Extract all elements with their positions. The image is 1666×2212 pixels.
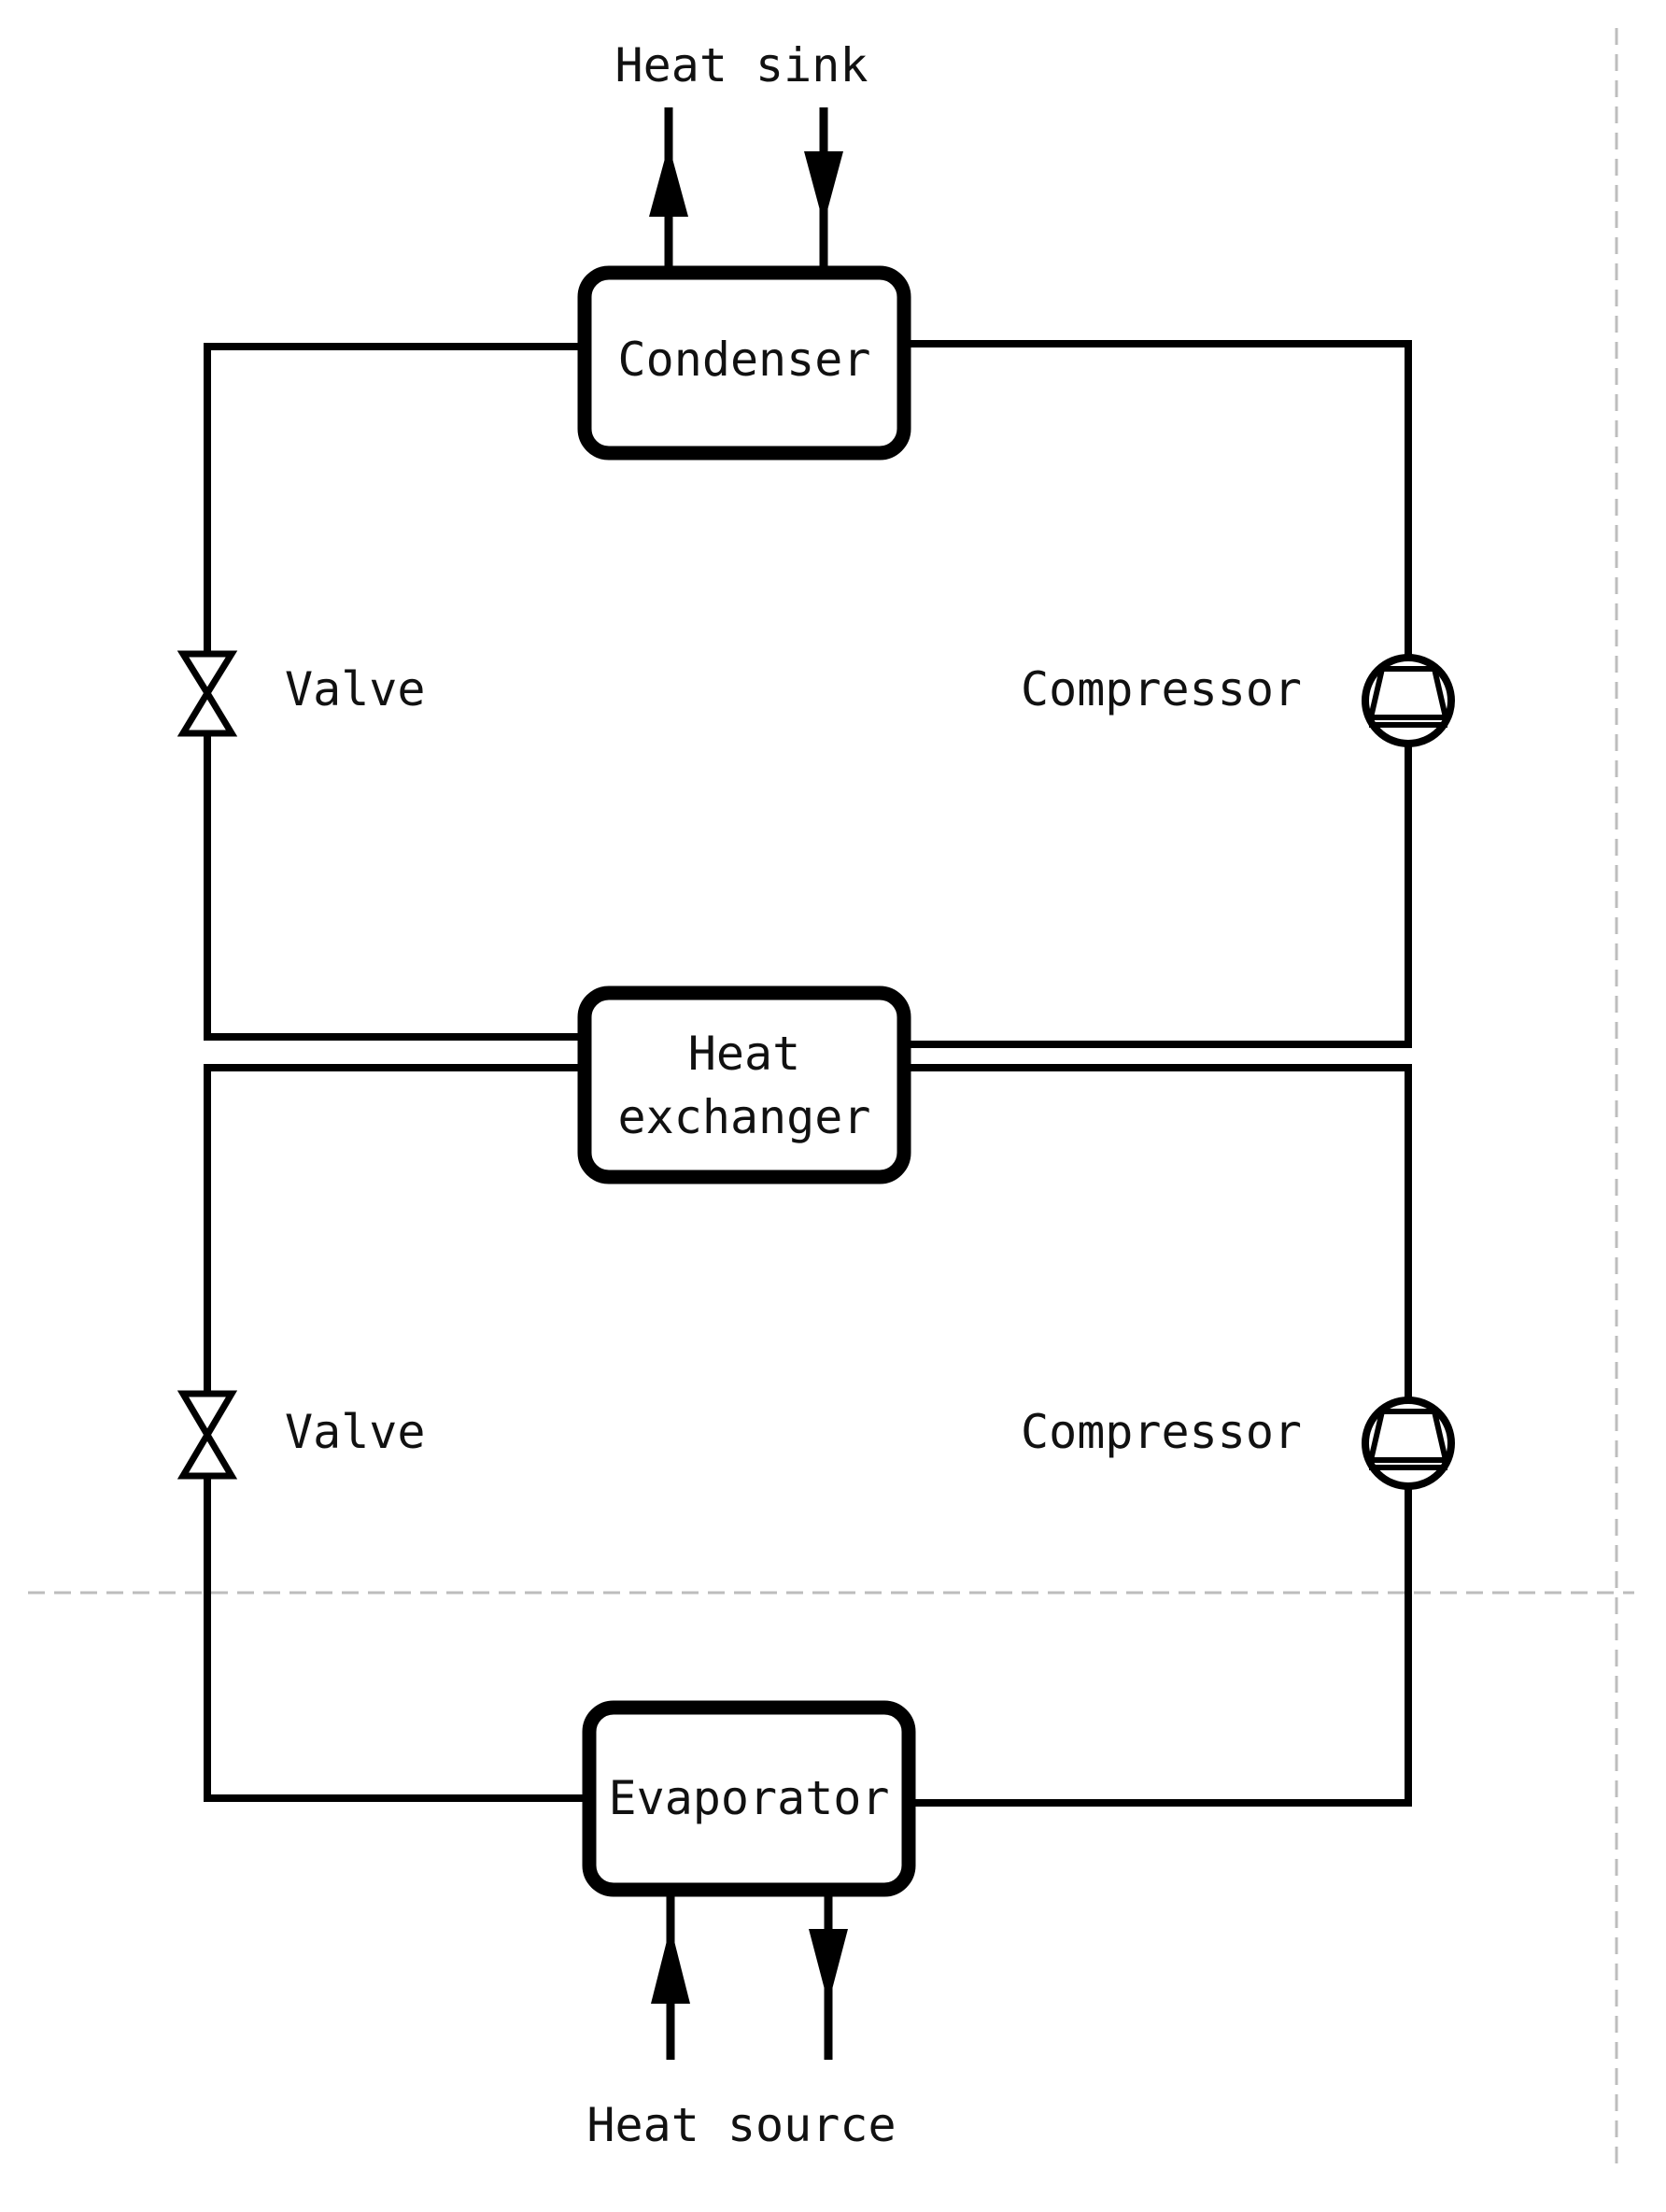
heat-sink-arrows [649, 107, 843, 271]
heat-source-arrows [651, 1889, 848, 2060]
condenser-text: Condenser [617, 333, 871, 387]
condenser-label: Condenser [585, 329, 904, 392]
upper-loop-piping [204, 340, 1412, 1048]
valve-lower-label: Valve [285, 1405, 426, 1459]
lower-loop-piping [204, 1064, 1412, 1807]
valve-upper-icon [176, 650, 238, 737]
valve-lower-icon [176, 1390, 238, 1480]
heat-exchanger-text-line2: exchanger [617, 1089, 871, 1144]
compressor-upper-icon [1362, 654, 1455, 747]
evaporator-text: Evaporator [608, 1771, 890, 1825]
heat-sink-label: Heat sink [614, 38, 868, 92]
evaporator-label: Evaporator [589, 1767, 909, 1831]
heat-exchanger-label: Heat exchanger [585, 1023, 904, 1149]
compressor-lower-label: Compressor [1021, 1405, 1303, 1459]
heat-exchanger-box [577, 985, 911, 1184]
arrow-down-icon [809, 1929, 848, 2004]
condenser-box [577, 265, 911, 461]
arrow-down-icon [804, 151, 843, 224]
compressor-lower-icon [1362, 1397, 1455, 1490]
heat-source-label: Heat source [586, 2098, 897, 2152]
compressor-upper-label: Compressor [1021, 662, 1303, 716]
heat-exchanger-text-line1: Heat [687, 1027, 801, 1081]
arrow-up-icon [651, 1926, 690, 2004]
evaporator-box [582, 1700, 916, 1897]
arrow-up-icon [649, 145, 688, 217]
valve-upper-label: Valve [285, 662, 426, 716]
